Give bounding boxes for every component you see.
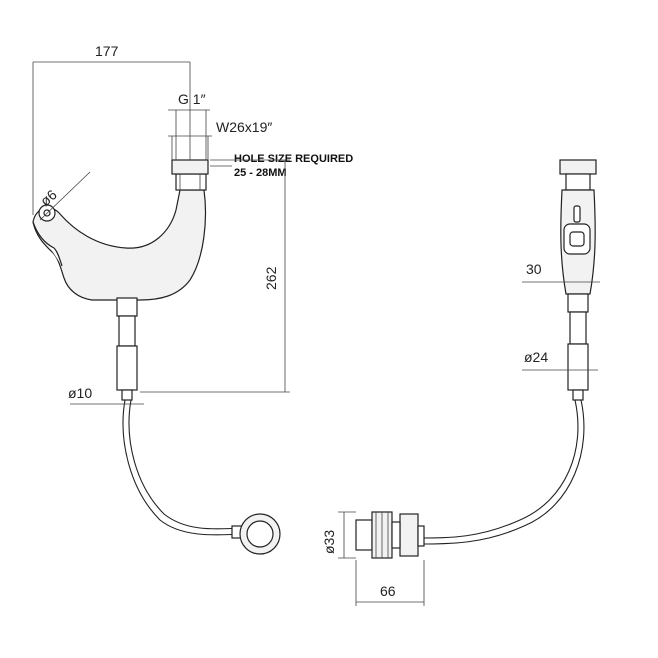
dim-thread-w: W26x19″ <box>216 119 272 135</box>
front-top-nut <box>559 159 597 175</box>
note-hole-size: HOLE SIZE REQUIRED <box>234 153 353 165</box>
dim-thread-g1: G 1″ <box>178 91 206 107</box>
dim-height-262: 262 <box>263 266 279 290</box>
top-connector-body <box>175 173 207 191</box>
dim-diameter-6: ø6 <box>37 186 60 209</box>
fitting-cap <box>355 519 373 551</box>
dim-width-30: 30 <box>526 261 542 277</box>
lower-stem-middle <box>118 315 136 347</box>
spout-assembly-side-view <box>32 159 209 401</box>
spout-assembly-front-view <box>559 159 597 401</box>
dim-diameter-10: ø10 <box>68 385 92 401</box>
note-hole-range: 25 - 28MM <box>234 167 287 179</box>
stem-ferrule <box>121 389 133 401</box>
dim-diameter-24: ø24 <box>524 349 548 365</box>
dim-diameter-33: ø33 <box>321 530 337 554</box>
dim-width-66: 66 <box>380 583 396 599</box>
waste-plug <box>231 513 281 555</box>
lower-stem-upper <box>116 297 138 317</box>
hose-right <box>419 399 585 545</box>
top-connector-nut <box>171 159 209 175</box>
dim-width-177: 177 <box>95 43 119 59</box>
spout-nozzle <box>32 221 63 267</box>
front-lever-slot <box>573 205 581 223</box>
bottom-fitting <box>355 511 425 559</box>
fitting-nut-2 <box>399 513 419 557</box>
hose-left <box>122 399 241 536</box>
spout-body <box>32 189 207 301</box>
lower-stem-lower <box>116 345 138 391</box>
